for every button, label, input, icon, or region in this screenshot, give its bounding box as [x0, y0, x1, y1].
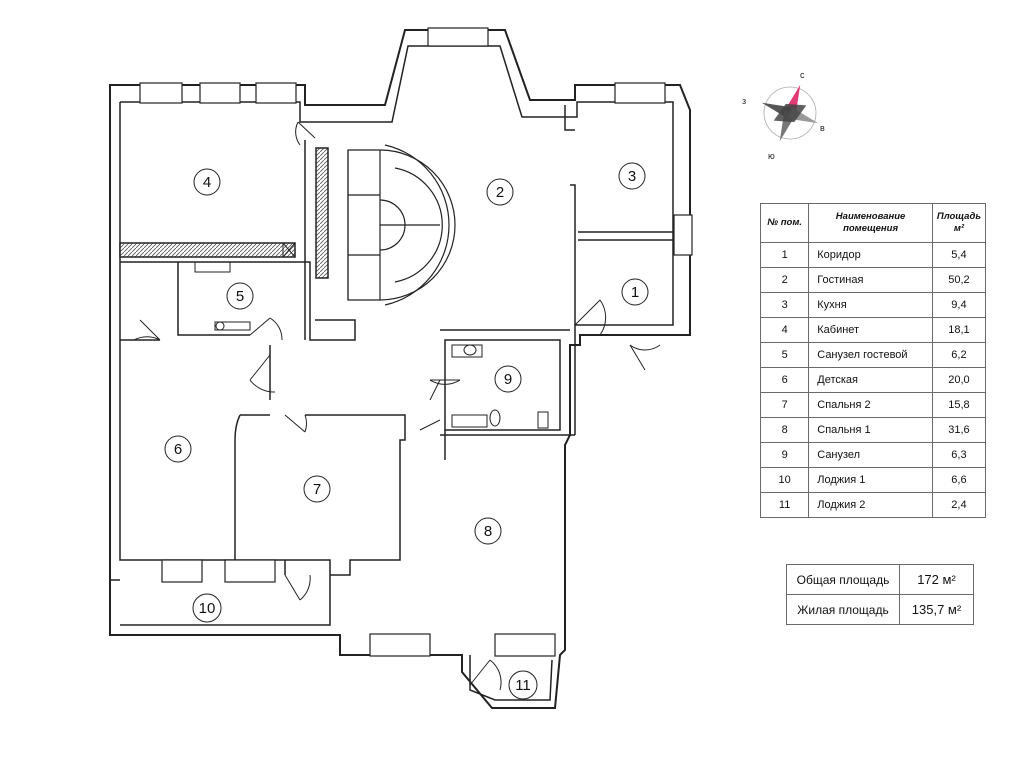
svg-text:3: 3: [628, 168, 636, 185]
svg-text:11: 11: [515, 677, 531, 694]
room-number: 8: [759, 417, 810, 443]
room-area: 15,8: [931, 392, 987, 418]
room-marker-3: 3: [618, 162, 646, 190]
room-name: Санузел: [808, 442, 933, 468]
interior-walls: [110, 105, 673, 701]
svg-text:10: 10: [199, 600, 216, 617]
room-area: 6,2: [931, 342, 987, 368]
area-summary: Общая площадь 172 м² Жилая площадь 135,7…: [786, 564, 974, 625]
svg-text:5: 5: [236, 288, 244, 305]
room-name: Детская: [808, 367, 933, 393]
compass-east: в: [820, 123, 825, 133]
room-number: 10: [759, 467, 810, 493]
room-name: Лоджия 1: [808, 467, 933, 493]
room-name: Спальня 1: [808, 417, 933, 443]
room-number: 5: [759, 342, 810, 368]
room-area: 2,4: [931, 492, 987, 518]
room-number: 4: [759, 317, 810, 343]
room-number: 11: [759, 492, 810, 518]
room-area: 20,0: [931, 367, 987, 393]
room-name: Гостиная: [808, 267, 933, 293]
room-marker-4: 4: [193, 168, 221, 196]
room-name: Санузел гостевой: [808, 342, 933, 368]
room-number: 9: [759, 442, 810, 468]
compass-west: з: [742, 96, 746, 106]
curved-staircase: [347, 144, 456, 306]
room-name: Кабинет: [808, 317, 933, 343]
room-area: 5,4: [931, 242, 987, 268]
fixtures: [194, 242, 549, 429]
total-area-value: 172 м²: [899, 564, 974, 595]
doors: [133, 121, 661, 691]
windows: [139, 27, 693, 657]
compass-north: с: [800, 70, 805, 80]
room-number: 3: [759, 292, 810, 318]
compass-south: ю: [768, 151, 775, 161]
living-area-value: 135,7 м²: [899, 594, 974, 625]
room-marker-9: 9: [494, 365, 522, 393]
compass-rose: с з в ю: [742, 70, 825, 161]
room-name: Кухня: [808, 292, 933, 318]
svg-text:9: 9: [504, 371, 512, 388]
room-marker-7: 7: [303, 475, 331, 503]
room-marker-5: 5: [226, 282, 254, 310]
total-area-label: Общая площадь: [786, 564, 900, 595]
room-marker-1: 1: [621, 278, 649, 306]
room-area: 9,4: [931, 292, 987, 318]
total-area-row: Общая площадь 172 м²: [786, 564, 974, 595]
room-number: 2: [759, 267, 810, 293]
room-markers: 1 2 3 4 5 6 7 8 9 10 11: [164, 162, 649, 700]
svg-text:4: 4: [203, 174, 211, 191]
room-number: 7: [759, 392, 810, 418]
room-area: 6,6: [931, 467, 987, 493]
room-marker-11: 11: [508, 670, 538, 700]
svg-text:6: 6: [174, 441, 182, 458]
room-marker-10: 10: [192, 593, 222, 623]
room-area: 50,2: [931, 267, 987, 293]
room-name: Спальня 2: [808, 392, 933, 418]
room-name: Лоджия 2: [808, 492, 933, 518]
header-number: № пом.: [759, 203, 810, 243]
room-area: 18,1: [931, 317, 987, 343]
room-number: 1: [759, 242, 810, 268]
room-area: 6,3: [931, 442, 987, 468]
svg-text:2: 2: [496, 184, 504, 201]
living-area-label: Жилая площадь: [786, 594, 900, 625]
room-marker-2: 2: [486, 178, 514, 206]
svg-text:8: 8: [484, 523, 492, 540]
room-number: 6: [759, 367, 810, 393]
room-marker-6: 6: [164, 435, 192, 463]
svg-text:1: 1: [631, 284, 639, 301]
room-marker-8: 8: [474, 517, 502, 545]
svg-text:7: 7: [313, 481, 321, 498]
header-name: Наименование помещения: [808, 203, 933, 243]
room-area: 31,6: [931, 417, 987, 443]
room-name: Коридор: [808, 242, 933, 268]
living-area-row: Жилая площадь 135,7 м²: [786, 594, 974, 625]
